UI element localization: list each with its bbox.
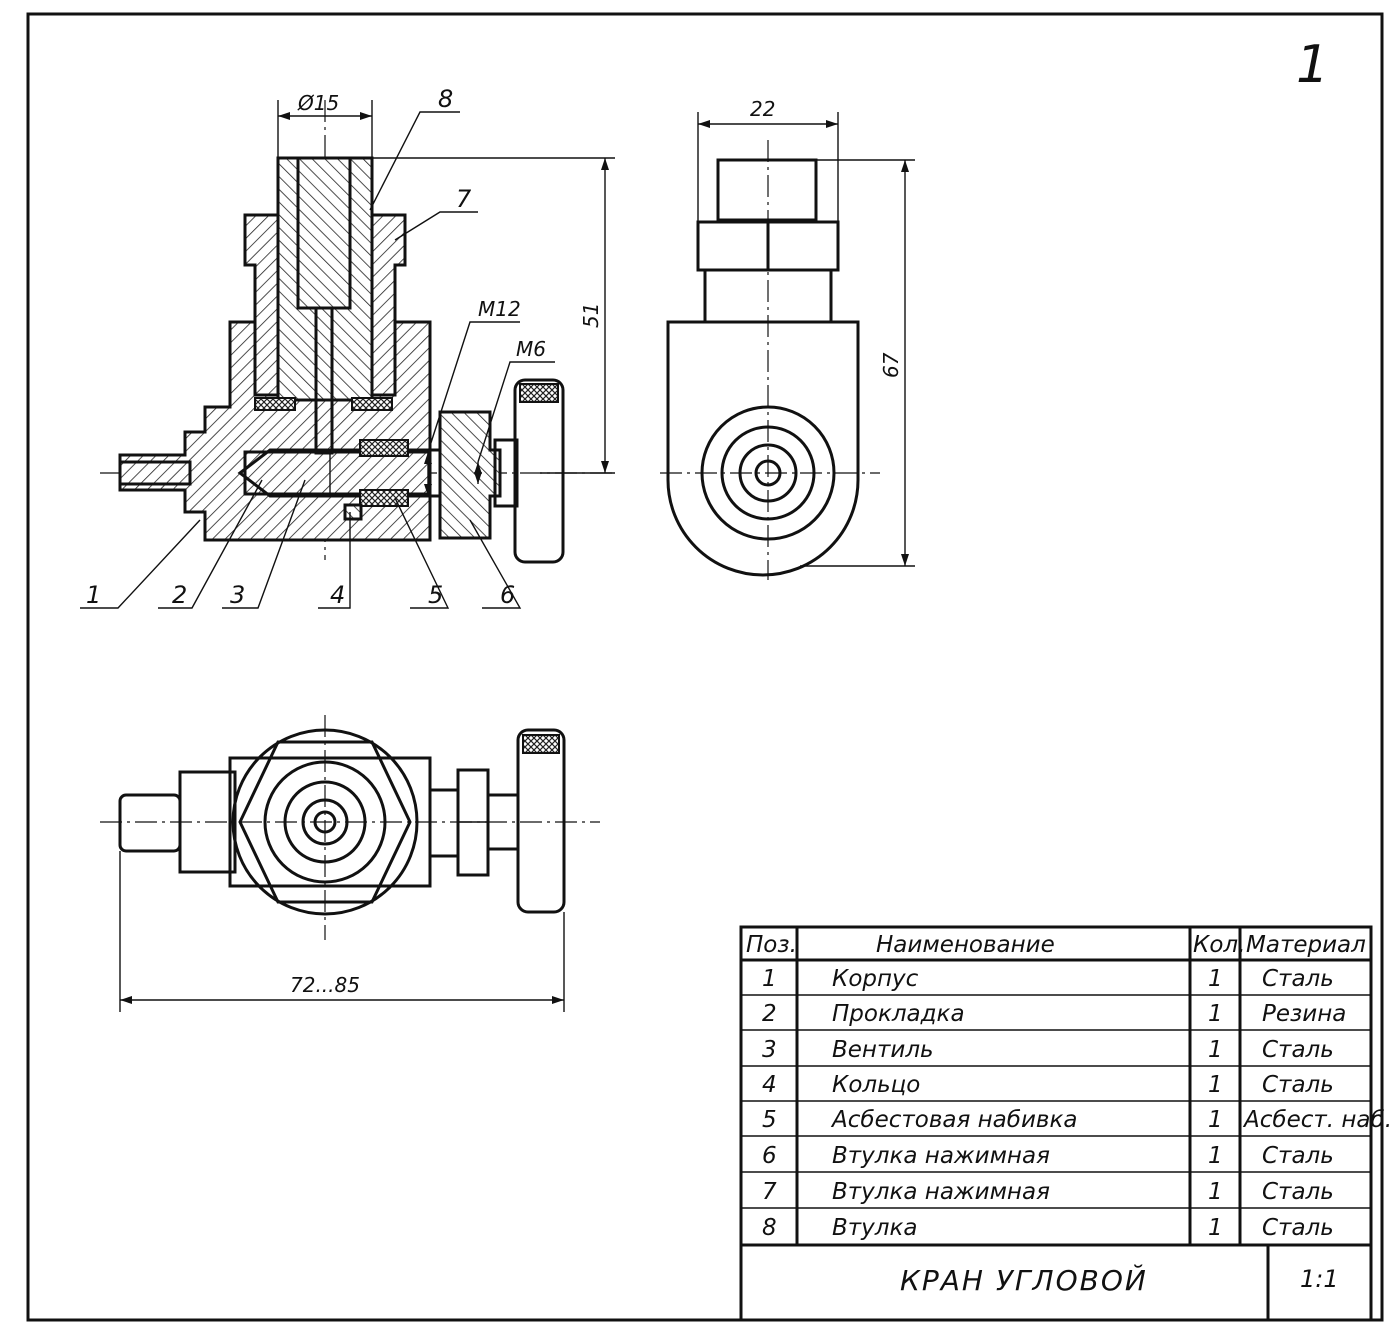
svg-text:6: 6 [762, 1143, 777, 1169]
svg-text:Сталь: Сталь [1262, 966, 1334, 992]
sheet-frame [26, 12, 1384, 1322]
dim-51: 51 [579, 303, 603, 328]
svg-text:Вентиль: Вентиль [832, 1037, 934, 1063]
ring-part-4 [343, 503, 363, 521]
svg-text:Втулка нажимная: Втулка нажимная [832, 1143, 1050, 1169]
svg-text:5: 5 [762, 1107, 777, 1133]
svg-text:Асбестовая набивка: Асбестовая набивка [830, 1107, 1077, 1133]
parts-table: Поз. Наименование Кол. Материал 1 Корпус… [739, 925, 1392, 1322]
svg-text:1: 1 [1208, 1179, 1223, 1205]
svg-text:4: 4 [762, 1072, 777, 1098]
svg-text:2: 2 [762, 1001, 777, 1027]
leader-4: 4 [330, 581, 345, 609]
dim-m12: M12 [478, 297, 521, 321]
dim-d15: Ø15 [297, 91, 339, 115]
svg-text:1: 1 [1208, 1215, 1223, 1241]
svg-text:1: 1 [1208, 1037, 1223, 1063]
leader-2: 2 [172, 581, 187, 609]
asbestos-packing-part-5 [359, 439, 409, 457]
table-row: 8 Втулка 1 Сталь [762, 1215, 1334, 1241]
svg-text:1: 1 [1208, 1072, 1223, 1098]
leader-6: 6 [500, 581, 515, 609]
leader-5: 5 [428, 581, 443, 609]
table-row: 3 Вентиль 1 Сталь [762, 1037, 1334, 1063]
handwheel-side [513, 378, 565, 564]
table-row: 5 Асбестовая набивка 1 Асбест. наб. [762, 1107, 1392, 1133]
svg-text:Сталь: Сталь [1262, 1179, 1334, 1205]
header-name: Наименование [876, 932, 1055, 958]
leader-3: 3 [230, 581, 245, 609]
dim-72-85: 72...85 [290, 973, 360, 997]
leader-8: 8 [438, 85, 453, 113]
svg-text:1: 1 [1208, 1001, 1223, 1027]
sleeve-part-8 [276, 156, 374, 402]
svg-text:Втулка: Втулка [832, 1215, 917, 1241]
svg-text:Кольцо: Кольцо [832, 1072, 920, 1098]
svg-text:1: 1 [1208, 966, 1223, 992]
leader-7: 7 [456, 185, 472, 213]
dim-67: 67 [879, 352, 903, 378]
drawing-title: КРАН УГЛОВОЙ [900, 1263, 1148, 1297]
svg-text:Асбест. наб.: Асбест. наб. [1242, 1107, 1392, 1133]
svg-text:Втулка нажимная: Втулка нажимная [832, 1179, 1050, 1205]
leader-1: 1 [86, 581, 101, 609]
svg-text:3: 3 [762, 1037, 777, 1063]
table-row: 6 Втулка нажимная 1 Сталь [762, 1143, 1334, 1169]
top-view: 72...85 [100, 715, 600, 1012]
handwheel-top [516, 728, 566, 914]
svg-text:8: 8 [762, 1215, 777, 1241]
svg-text:1: 1 [1208, 1143, 1223, 1169]
side-view: 22 67 [660, 97, 915, 580]
table-row: 1 Корпус 1 Сталь [762, 966, 1334, 992]
svg-text:Сталь: Сталь [1262, 1037, 1334, 1063]
header-qty: Кол. [1193, 932, 1245, 958]
table-row: 4 Кольцо 1 Сталь [762, 1072, 1334, 1098]
header-material: Материал [1246, 932, 1366, 958]
svg-text:Сталь: Сталь [1262, 1215, 1334, 1241]
gland-sleeve-part-6 [438, 410, 502, 540]
dim-m6: M6 [516, 337, 546, 361]
drawing-scale: 1:1 [1300, 1265, 1339, 1293]
svg-text:1: 1 [1208, 1107, 1223, 1133]
sheet-number: 1 [1296, 35, 1329, 95]
svg-text:Резина: Резина [1262, 1001, 1346, 1027]
svg-text:Прокладка: Прокладка [832, 1001, 965, 1027]
svg-text:Корпус: Корпус [832, 966, 919, 992]
table-row: 7 Втулка нажимная 1 Сталь [762, 1179, 1334, 1205]
svg-text:Сталь: Сталь [1262, 1143, 1334, 1169]
header-pos: Поз. [746, 932, 797, 958]
dim-22: 22 [750, 97, 775, 121]
gasket-part-2 [254, 397, 296, 411]
svg-text:Сталь: Сталь [1262, 1072, 1334, 1098]
svg-text:1: 1 [762, 966, 777, 992]
svg-text:7: 7 [762, 1179, 777, 1205]
table-row: 2 Прокладка 1 Резина [762, 1001, 1346, 1027]
front-section-view: Ø15 51 M12 M6 8 7 1 2 3 4 5 6 [80, 85, 615, 609]
